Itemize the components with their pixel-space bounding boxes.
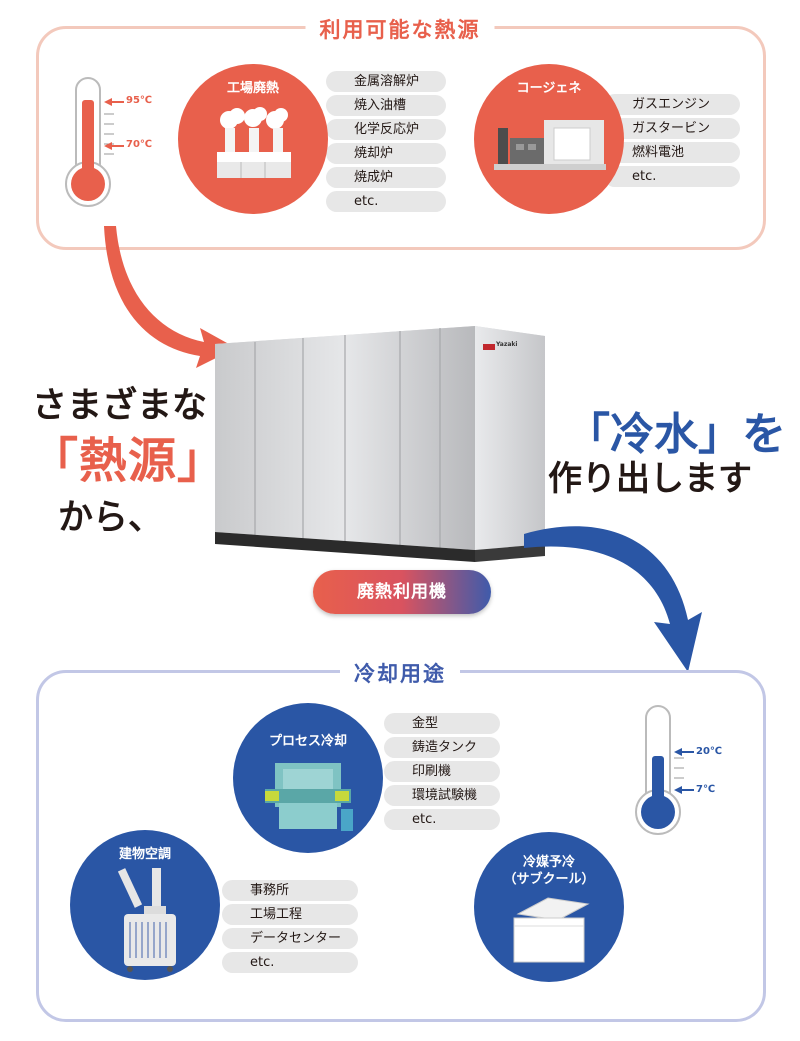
list-item: 化学反応炉 bbox=[326, 119, 446, 140]
building-ac-list: 事務所 工場工程 データセンター etc. bbox=[222, 880, 358, 976]
cogeneration-icon bbox=[494, 120, 606, 170]
headline-from: から、 bbox=[58, 498, 164, 538]
headline-cold-water: 「冷水」を bbox=[566, 409, 786, 460]
thermometer-hot-icon bbox=[65, 77, 124, 207]
process-cooling-circle: プロセス冷却 bbox=[233, 703, 383, 853]
chest-freezer-icon bbox=[513, 897, 590, 963]
list-item: 工場工程 bbox=[222, 904, 358, 925]
list-item: 金型 bbox=[384, 713, 500, 734]
absorption-chiller-image bbox=[215, 326, 545, 562]
press-machine-icon bbox=[265, 763, 353, 831]
waste-heat-chiller-label: 廃熱利用機 bbox=[313, 570, 491, 614]
subcool-circle: 冷媒予冷 （サブクール） bbox=[474, 832, 624, 982]
cogen-label: コージェネ bbox=[516, 81, 582, 96]
process-cooling-label: プロセス冷却 bbox=[268, 734, 347, 749]
list-item: etc. bbox=[222, 952, 358, 973]
building-ac-label: 建物空調 bbox=[118, 847, 171, 862]
list-item: 焼成炉 bbox=[326, 167, 446, 188]
hot-high-temp: 95℃ bbox=[126, 95, 153, 106]
headline-various: さまざまな bbox=[32, 386, 208, 426]
cold-high-temp: 20℃ bbox=[696, 746, 723, 757]
headline-produce: 作り出します bbox=[548, 459, 752, 499]
brand-logo: Yazaki bbox=[496, 341, 518, 348]
list-item: 金属溶解炉 bbox=[326, 71, 446, 92]
factory-smoke-icon bbox=[217, 107, 291, 178]
cold-low-temp: 7℃ bbox=[696, 784, 716, 795]
thermometer-cold-icon bbox=[635, 705, 694, 835]
list-item: etc. bbox=[604, 166, 740, 187]
process-cooling-list: 金型 鋳造タンク 印刷機 環境試験機 etc. bbox=[384, 713, 500, 833]
list-item: 印刷機 bbox=[384, 761, 500, 782]
cogen-circle: コージェネ bbox=[474, 64, 624, 214]
spot-cooler-icon bbox=[118, 868, 176, 972]
list-item: 焼入油槽 bbox=[326, 95, 446, 116]
hot-low-temp: 70℃ bbox=[126, 139, 153, 150]
building-ac-circle: 建物空調 bbox=[70, 830, 220, 980]
list-item: 焼却炉 bbox=[326, 143, 446, 164]
list-item: etc. bbox=[384, 809, 500, 830]
cogen-list: ガスエンジン ガスタービン 燃料電池 etc. bbox=[604, 94, 740, 190]
cold-water-output-arrow bbox=[524, 526, 702, 672]
headline-heat-source: 「熱源」 bbox=[30, 433, 227, 489]
list-item: 環境試験機 bbox=[384, 785, 500, 806]
cooling-use-title: 冷却用途 bbox=[340, 658, 460, 688]
subcool-label: 冷媒予冷 （サブクール） bbox=[503, 855, 595, 887]
factory-heat-label: 工場廃熱 bbox=[226, 81, 279, 96]
list-item: データセンター bbox=[222, 928, 358, 949]
list-item: ガスタービン bbox=[604, 118, 740, 139]
list-item: ガスエンジン bbox=[604, 94, 740, 115]
heat-input-arrow bbox=[104, 226, 236, 368]
list-item: 燃料電池 bbox=[604, 142, 740, 163]
heat-source-title: 利用可能な熱源 bbox=[305, 14, 495, 44]
factory-heat-list: 金属溶解炉 焼入油槽 化学反応炉 焼却炉 焼成炉 etc. bbox=[326, 71, 446, 215]
list-item: 鋳造タンク bbox=[384, 737, 500, 758]
factory-heat-circle: 工場廃熱 bbox=[178, 64, 328, 214]
list-item: 事務所 bbox=[222, 880, 358, 901]
list-item: etc. bbox=[326, 191, 446, 212]
